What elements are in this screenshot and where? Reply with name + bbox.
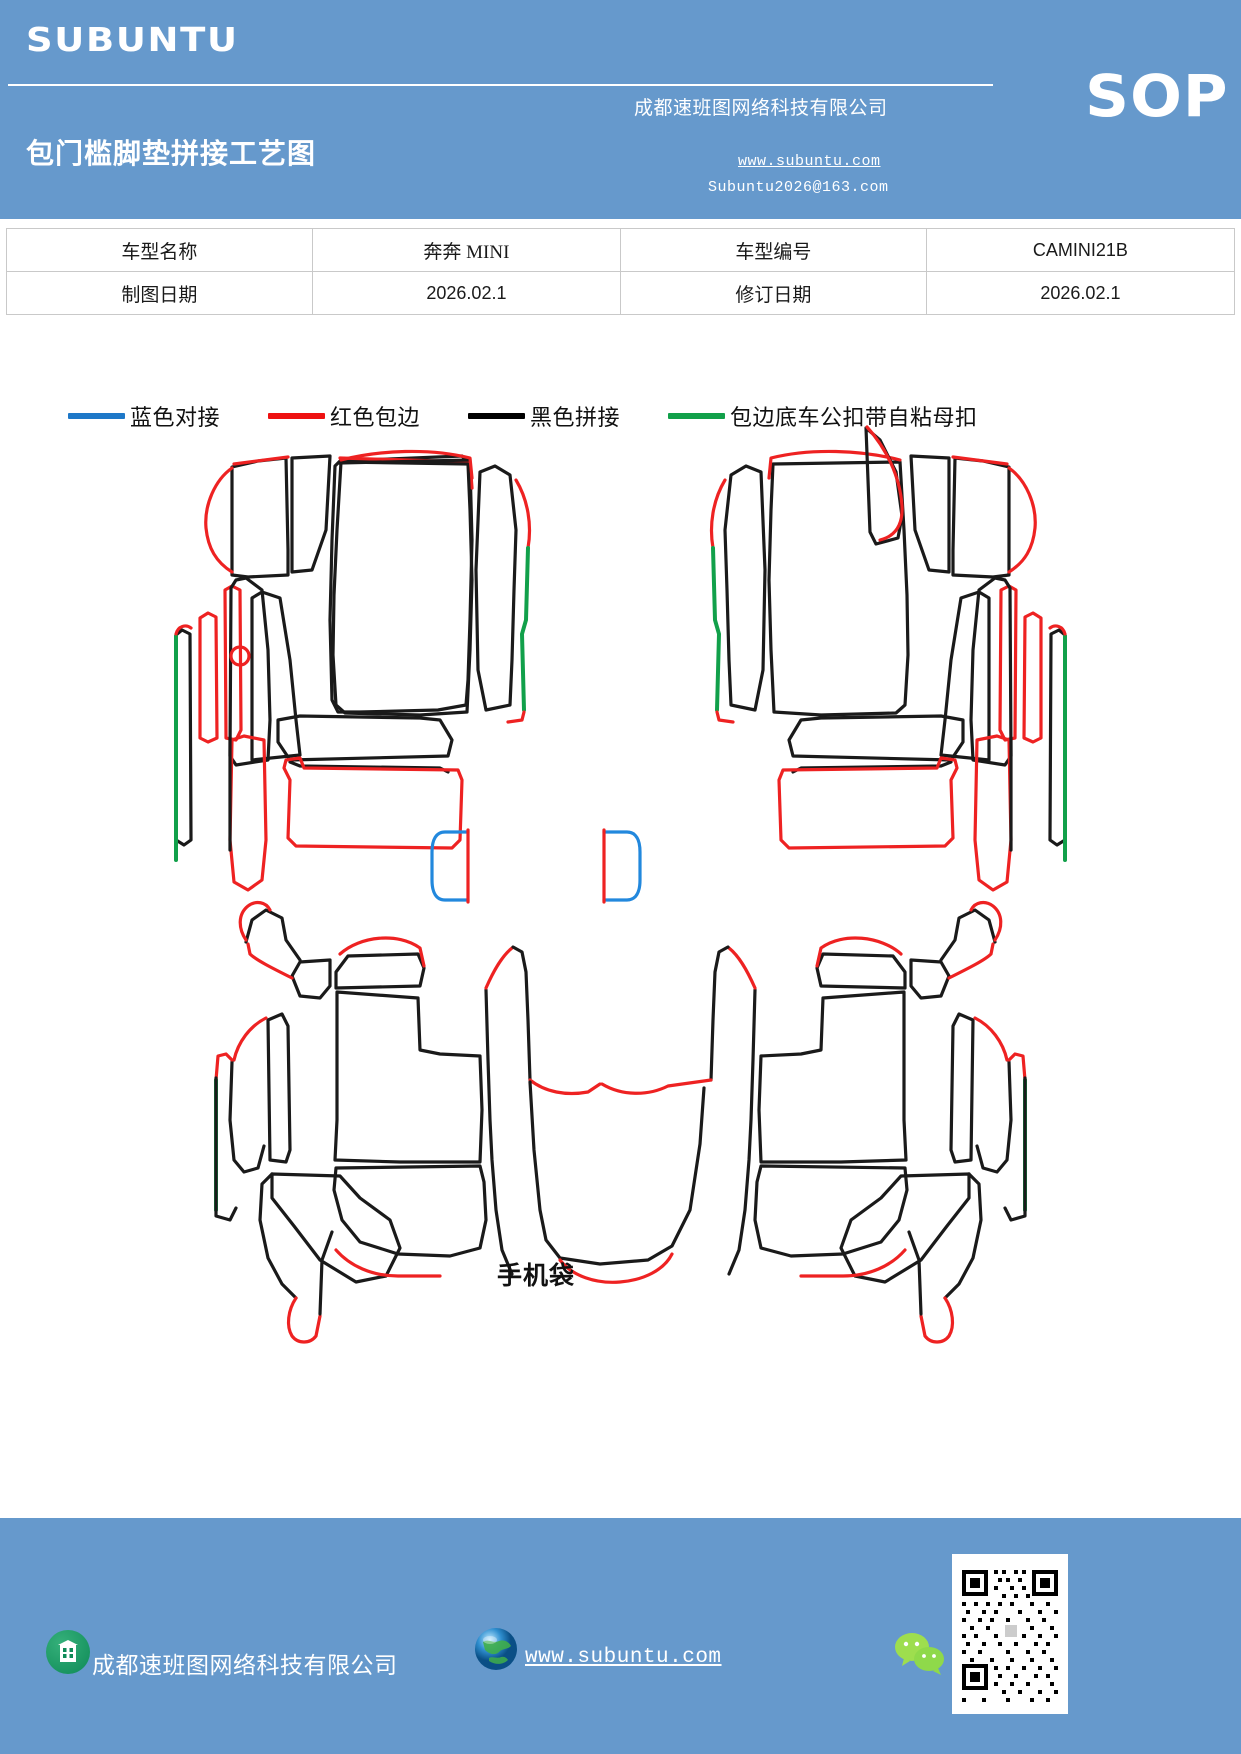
header-email[interactable]: Subuntu2026@163.com (708, 179, 889, 196)
header-divider (8, 84, 993, 86)
legend-label-black: 黑色拼接 (530, 405, 621, 430)
front-left-sill-bottom-edging (506, 710, 526, 724)
brand-logo-text: SUBUNTU (26, 20, 239, 59)
footer-website-link[interactable]: www.subuntu.com (525, 1646, 722, 1669)
page-footer: 成都速班图网络科技有限公司 www.subuntu.com (0, 1518, 1241, 1754)
front-left-heel-pad (276, 714, 454, 762)
sop-badge: SOP (1085, 62, 1229, 130)
front-left-strip-mid (198, 611, 219, 744)
legend-item-green-velcro: 包边底车公扣带自粘母扣 (668, 396, 978, 436)
front-right-peak-edging (865, 425, 904, 542)
rear-left-foot-panel (270, 1172, 402, 1284)
rear-left-main-panel (333, 990, 484, 1164)
rear-left-strip-edging (232, 1016, 268, 1062)
front-left-leg-strip (228, 734, 268, 892)
table-row: 制图日期 2026.02.1 修订日期 2026.02.1 (6, 271, 1236, 315)
rear-centre-tunnel-panel (528, 1080, 706, 1266)
phone-pocket-label: 手机袋 (497, 1261, 576, 1290)
front-left-strip-top-edging (174, 624, 193, 636)
rear-left-centre-edging (484, 946, 514, 990)
rear-left-upper-wedge-edging (246, 942, 294, 980)
legend-swatch-black (468, 413, 525, 419)
front-left-flap-edging (204, 466, 234, 574)
rear-left-foot-outer (258, 1172, 298, 1300)
cell-model-name-label: 车型名称 (6, 228, 313, 272)
front-left-sill-top-edging (514, 478, 532, 550)
phone-pocket-left-blue (430, 830, 470, 902)
rear-left-top-cap (334, 952, 426, 990)
rear-left-foot-inner (318, 1230, 334, 1316)
phone-pocket-right-blue (602, 830, 642, 902)
rear-left-top-cap-edging (338, 936, 426, 968)
legend-item-red-edging: 红色包边 (268, 396, 420, 436)
floor-mat-technical-drawing: 手机袋 (0, 420, 1241, 1420)
rear-left-lower-panel (332, 1164, 488, 1258)
cell-revise-date-value: 2026.02.1 (925, 271, 1236, 315)
rear-left-centre-inner (511, 945, 532, 1082)
rear-left-outer-edging (214, 1052, 234, 1082)
cell-revise-date-label: 修订日期 (619, 271, 927, 315)
qr-code (952, 1554, 1068, 1714)
front-left-body-panel (331, 460, 474, 717)
front-left-body-top-edging (339, 449, 474, 480)
front-left-grommet-hole (229, 645, 251, 667)
cell-model-code-value: CAMINI21B (925, 228, 1236, 272)
front-left-strip-inner (174, 628, 193, 847)
cell-model-code-label: 车型编号 (619, 228, 927, 272)
front-right-assembly (709, 449, 1067, 892)
company-building-icon (46, 1630, 90, 1674)
table-row: 车型名称 奔奔 MINI 车型编号 CAMINI21B (6, 228, 1236, 272)
rear-centre-tunnel-edging (528, 1078, 602, 1096)
front-left-wedge (290, 454, 332, 574)
footer-company-name: 成都速班图网络科技有限公司 (92, 1653, 398, 1678)
rear-left-lower-edging (334, 1248, 442, 1278)
legend-label-red: 红色包边 (330, 405, 421, 430)
phone-pocket-group (430, 828, 642, 904)
header-website-link[interactable]: www.subuntu.com (738, 153, 881, 170)
rear-right-assembly (709, 900, 1027, 1344)
mat-pattern-svg (174, 425, 1067, 1344)
rear-left-foot-tip-edging (286, 1296, 322, 1344)
rear-left-upper-wedge (290, 958, 332, 1000)
rear-left-outer-panel (228, 1060, 266, 1174)
front-left-small-flap (230, 456, 290, 579)
rear-centre-tunnel-edging-right (600, 1078, 713, 1095)
front-left-sill-panel (474, 464, 518, 712)
cell-draw-date-value: 2026.02.1 (311, 271, 621, 315)
legend-label-blue: 蓝色对接 (130, 405, 221, 430)
rear-centre-tunnel-bottom (558, 1252, 674, 1284)
vehicle-info-table: 车型名称 奔奔 MINI 车型编号 CAMINI21B 制图日期 2026.02… (6, 228, 1236, 315)
legend-item-blue-butt-joint: 蓝色对接 (68, 396, 220, 436)
page-title: 包门槛脚垫拼接工艺图 (26, 137, 317, 170)
legend-swatch-green (668, 413, 725, 419)
page-header: SUBUNTU 包门槛脚垫拼接工艺图 成都速班图网络科技有限公司 SOP www… (0, 0, 1241, 219)
wechat-icon (892, 1630, 948, 1676)
rear-left-assembly (214, 900, 532, 1344)
cell-draw-date-label: 制图日期 (6, 271, 313, 315)
front-left-flap-top-edging (232, 455, 290, 466)
legend-label-green: 包边底车公扣带自粘母扣 (730, 405, 978, 430)
globe-icon (473, 1626, 519, 1672)
legend-swatch-red (268, 413, 325, 419)
legend: 蓝色对接 红色包边 黑色拼接 包边底车公扣带自粘母扣 (0, 396, 1241, 436)
legend-item-black-splice: 黑色拼接 (468, 396, 620, 436)
rear-left-upper-tab (244, 908, 302, 962)
legend-swatch-blue (68, 413, 125, 419)
front-left-bottom-bar (282, 756, 464, 850)
front-left-inner-panel (250, 590, 302, 762)
header-company-name: 成都速班图网络科技有限公司 (634, 98, 888, 119)
rear-left-velcro-backing (214, 1076, 238, 1222)
front-left-sill-velcro (520, 546, 530, 712)
cell-model-name-value: 奔奔 MINI (311, 228, 621, 272)
rear-left-upper-tab-edging (238, 900, 272, 942)
front-left-main-panel (328, 454, 474, 714)
rear-left-long-strip (266, 1012, 292, 1164)
rear-left-centre-line (484, 988, 514, 1276)
